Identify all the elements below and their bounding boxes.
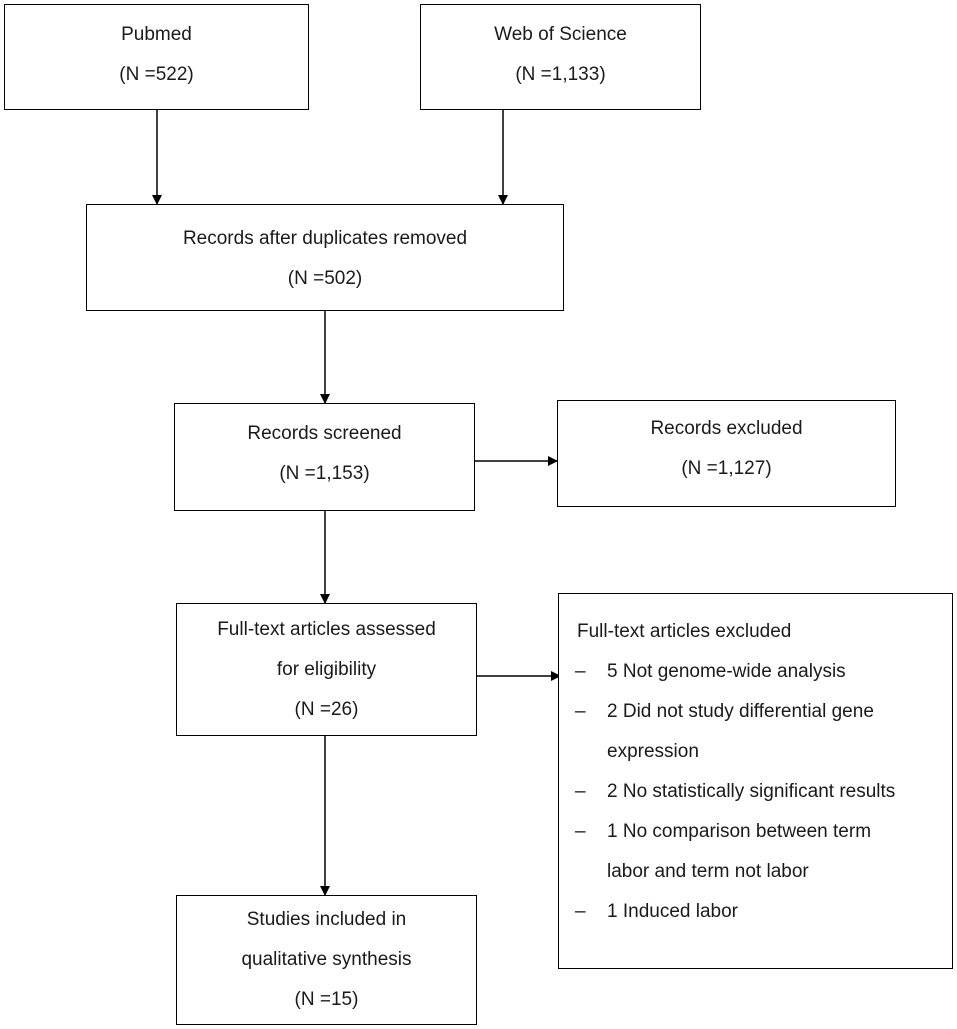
studies-included-count: (N =15) bbox=[294, 989, 359, 1010]
records-screened-box: Records screened (N =1,153) bbox=[174, 403, 475, 511]
exclusion-reason-text: 1 Induced labor bbox=[607, 901, 738, 922]
exclusion-reason-item: – 2 Did not study differential gene expr… bbox=[559, 692, 952, 772]
records-after-duplicates-box: Records after duplicates removed (N =502… bbox=[86, 204, 564, 311]
full-text-excluded-box: Full-text articles excluded – 5 Not geno… bbox=[558, 593, 953, 969]
exclusion-reason-item: – 1 Induced labor bbox=[559, 892, 952, 932]
records-after-duplicates-count: (N =502) bbox=[287, 268, 363, 289]
exclusion-reason-item: – 1 No comparison between term labor and… bbox=[559, 812, 952, 892]
full-text-assessed-label-line1: Full-text articles assessed bbox=[217, 619, 436, 640]
studies-included-label-line2: qualitative synthesis bbox=[241, 949, 412, 970]
dash-bullet-icon: – bbox=[575, 901, 586, 922]
exclusion-reason-item: – 5 Not genome-wide analysis bbox=[559, 652, 952, 692]
pubmed-count: (N =522) bbox=[119, 64, 194, 85]
exclusion-reason-text: 5 Not genome-wide analysis bbox=[607, 661, 846, 682]
exclusion-reason-text: expression bbox=[607, 741, 699, 762]
records-screened-label: Records screened bbox=[247, 423, 402, 444]
dash-bullet-icon: – bbox=[575, 701, 586, 722]
records-excluded-label: Records excluded bbox=[650, 418, 803, 439]
exclusion-reason-text: 2 Did not study differential gene bbox=[607, 701, 874, 722]
full-text-assessed-box: Full-text articles assessed for eligibil… bbox=[176, 603, 477, 736]
records-excluded-count: (N =1,127) bbox=[681, 458, 772, 479]
exclusion-reason-text: 1 No comparison between term bbox=[607, 821, 872, 842]
full-text-assessed-count: (N =26) bbox=[294, 699, 359, 720]
full-text-excluded-heading: Full-text articles excluded bbox=[577, 621, 792, 642]
records-excluded-box: Records excluded (N =1,127) bbox=[557, 400, 896, 507]
pubmed-label: Pubmed bbox=[121, 24, 192, 45]
records-screened-count: (N =1,153) bbox=[279, 463, 370, 484]
studies-included-label-line1: Studies included in bbox=[246, 909, 407, 930]
exclusion-reason-text: labor and term not labor bbox=[607, 861, 809, 882]
studies-included-box: Studies included in qualitative synthesi… bbox=[176, 895, 477, 1025]
web-of-science-label: Web of Science bbox=[494, 24, 627, 45]
exclusion-reason-text: 2 No statistically significant results bbox=[607, 781, 896, 802]
pubmed-box: Pubmed (N =522) bbox=[4, 4, 309, 110]
web-of-science-count: (N =1,133) bbox=[515, 64, 606, 85]
records-after-duplicates-label: Records after duplicates removed bbox=[182, 228, 468, 249]
dash-bullet-icon: – bbox=[575, 661, 586, 682]
dash-bullet-icon: – bbox=[575, 821, 586, 842]
dash-bullet-icon: – bbox=[575, 781, 586, 802]
exclusion-reason-item: – 2 No statistically significant results bbox=[559, 772, 952, 812]
full-text-assessed-label-line2: for eligibility bbox=[276, 659, 377, 680]
web-of-science-box: Web of Science (N =1,133) bbox=[420, 4, 701, 110]
